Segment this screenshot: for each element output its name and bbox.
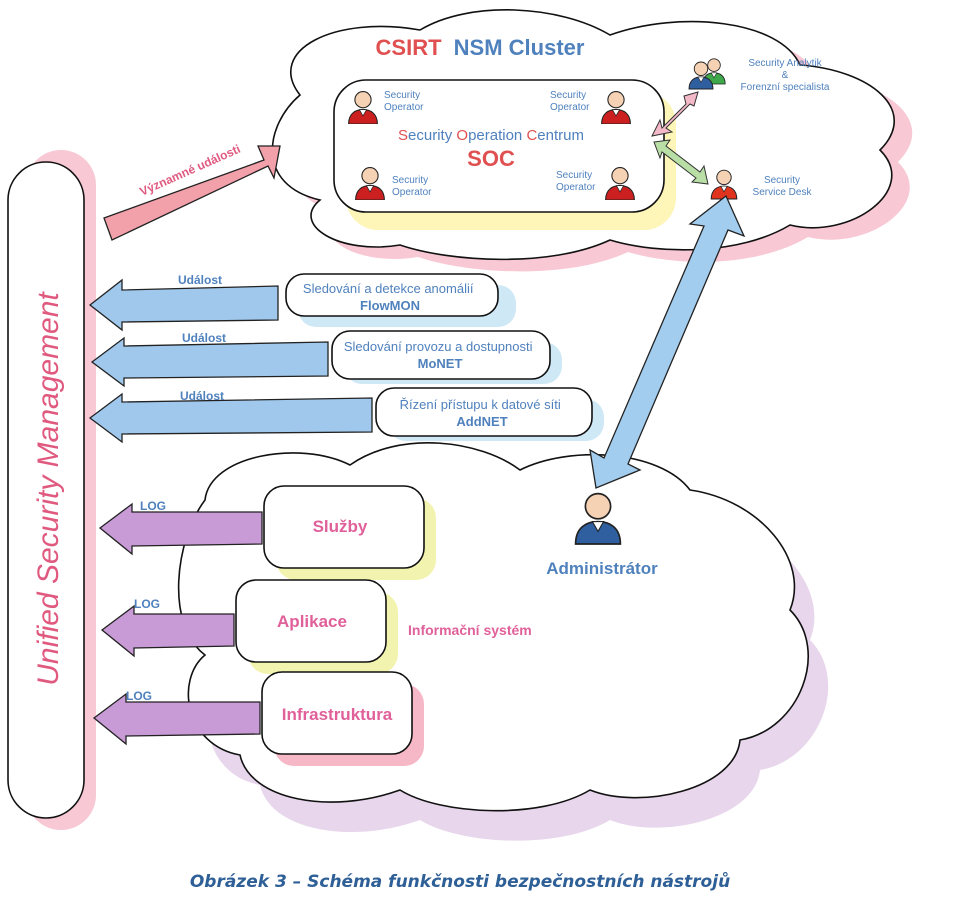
soc-full-name: Security Operation Centrum: [398, 127, 584, 144]
soc-servicedesk-arrow: [653, 139, 709, 185]
services-label: Služby: [313, 517, 368, 536]
event-arrow-addnet: [88, 392, 373, 444]
event-label-monet: Událost: [182, 331, 226, 345]
applications-box: [235, 579, 398, 674]
csirt-title-part2: NSM Cluster: [454, 35, 585, 60]
monet-label: Sledování provozu a dostupnosti MoNET: [344, 339, 536, 371]
event-arrow-monet: [90, 336, 329, 388]
csirt-title-part1: CSIRT: [376, 35, 443, 60]
flowmon-box: [285, 273, 516, 327]
administrator-label: Administrátor: [546, 559, 658, 578]
csirt-title: CSIRT NSM Cluster: [376, 35, 585, 60]
event-label-flowmon: Událost: [178, 273, 222, 287]
log-label-infrastructure: LOG: [126, 689, 152, 703]
analyst-soc-arrow: [651, 91, 699, 137]
usm-pillar: [7, 150, 96, 830]
soc-box: [333, 79, 676, 230]
infrastructure-box: [261, 671, 424, 766]
services-box: [263, 485, 436, 580]
log-label-services: LOG: [140, 499, 166, 513]
flowmon-label: Sledování a detekce anomálií FlowMON: [303, 281, 477, 313]
log-arrow-services: [98, 502, 263, 556]
usm-title: Unified Security Management: [32, 291, 65, 686]
infrastructure-label: Infrastruktura: [282, 705, 393, 724]
log-arrow-infrastructure: [92, 692, 261, 746]
analyst-label: Security Analytik&Forenzní specialista: [741, 58, 830, 93]
log-label-applications: LOG: [134, 597, 160, 611]
addnet-label: Řízení přístupu k datové síti AddNET: [400, 397, 565, 429]
significant-events-arrow: [103, 145, 281, 241]
event-label-addnet: Událost: [180, 389, 224, 403]
monet-box: [331, 330, 562, 384]
event-arrow-flowmon: [88, 278, 279, 332]
figure-caption: Obrázek 3 – Schéma funkčnosti bezpečnost…: [189, 872, 731, 892]
applications-label: Aplikace: [277, 612, 347, 631]
addnet-box: [375, 387, 604, 441]
information-system-label: Informační systém: [408, 622, 532, 638]
soc-abbr: SOC: [467, 146, 515, 171]
log-arrow-applications: [100, 604, 235, 658]
admin-servicedesk-arrow: [589, 194, 746, 489]
